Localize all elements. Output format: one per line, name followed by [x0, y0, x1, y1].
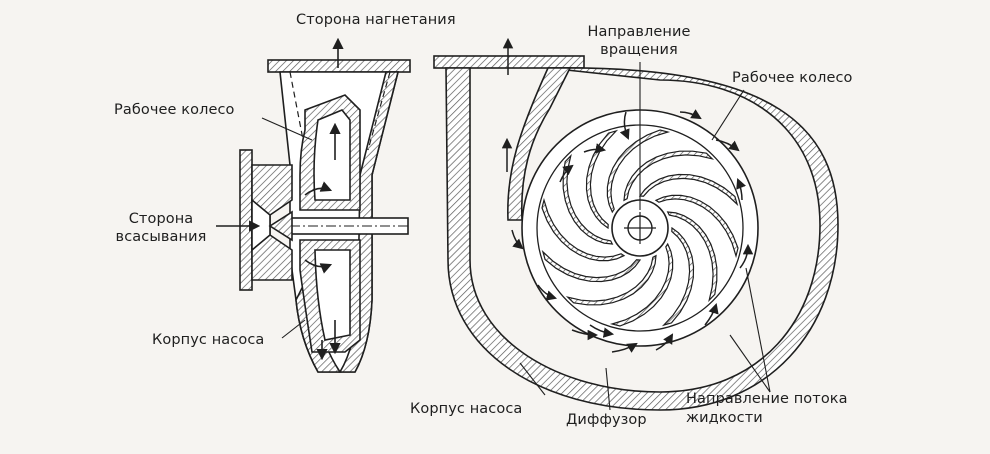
impeller-blade: [654, 194, 739, 259]
volute-outer-wall: [445, 67, 839, 411]
volute-tongue: [507, 67, 572, 221]
impeller-blade: [562, 153, 614, 245]
label-pump-casing-right: Корпус насоса: [410, 401, 523, 417]
volute-discharge-flange: [433, 55, 585, 69]
label-impeller-left: Рабочее колесо: [114, 102, 235, 118]
label-diffuser: Диффузор: [566, 412, 647, 428]
impeller-blade: [541, 197, 626, 262]
discharge-flange: [267, 59, 411, 73]
label-discharge-side: Сторона нагнетания: [296, 12, 456, 28]
impeller-blade: [585, 129, 619, 230]
label-suction-side-1: Сторона: [128, 211, 194, 227]
impeller-blade: [606, 129, 671, 214]
impeller-blades: [541, 129, 739, 327]
front-section-view: [433, 55, 839, 411]
label-flow-direction-2: жидкости: [686, 410, 763, 426]
volute-flow-arrows: [501, 37, 754, 353]
label-flow-direction-1: Направление потока: [686, 391, 848, 407]
side-flow-arrows: [216, 37, 344, 361]
side-section-view: [239, 59, 411, 373]
rotation-arrow: [619, 111, 630, 140]
impeller-blade: [661, 226, 695, 327]
impeller-blade: [565, 254, 657, 306]
label-rotation-direction-2: вращения: [600, 42, 678, 58]
impeller-blade: [623, 150, 715, 202]
label-rotation-direction-1: Направление: [587, 24, 691, 40]
label-pump-casing-left: Корпус насоса: [152, 332, 265, 348]
impeller-blade: [638, 173, 739, 207]
label-impeller-right: Рабочее колесо: [732, 70, 853, 86]
suction-flange: [239, 149, 253, 291]
impeller-blade: [541, 249, 642, 283]
impeller-blade: [666, 211, 718, 303]
left-leader-lines: [261, 117, 313, 339]
impeller-blade: [609, 242, 674, 327]
label-suction-side-2: всасывания: [115, 229, 207, 245]
right-leader-lines: [519, 62, 771, 411]
